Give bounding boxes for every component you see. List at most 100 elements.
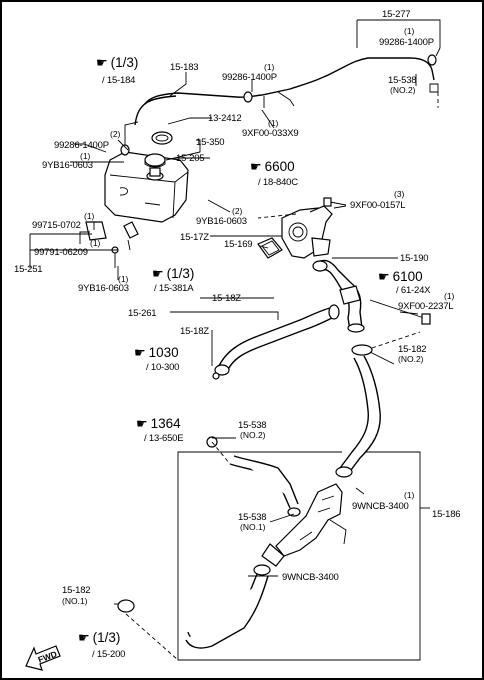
label-18-840c: / 18-840C [258, 177, 298, 188]
fwd-label: FWD [37, 649, 59, 665]
hose-15-190 [312, 259, 365, 333]
label-9xf00-2237l: 9XF00-2237L [398, 301, 453, 312]
bolt-9xf00-2237l [369, 299, 431, 325]
label-15-184: / 15-184 [102, 75, 135, 86]
label-99286-1400p-mid: 99286-1400P [222, 72, 277, 83]
pipe-15-186 [261, 483, 347, 567]
label-15-277: 15-277 [382, 9, 410, 20]
dash-leader-d [257, 213, 297, 219]
coolant-reservoir [104, 151, 189, 223]
qty-3: (3) [394, 189, 405, 199]
qty-top-right: (1) [404, 26, 415, 36]
ref-icon: ☛ [378, 269, 390, 284]
label-9xf00-0157l: 9XF00-0157L [350, 200, 405, 211]
ref-fraction-15-381a: ☛(1/3) [152, 266, 194, 281]
label-15-18z-mid: 15-18Z [180, 326, 209, 337]
label-15-350: 15-350 [196, 137, 224, 148]
label-99286-1400p-right: 99286-1400P [379, 37, 434, 48]
ref-fraction-text: (1/3) [111, 55, 139, 70]
label-no2-b: (NO.2) [398, 354, 424, 364]
qty-2-b: (2) [232, 206, 243, 216]
label-no2-c: (NO.2) [240, 430, 266, 440]
qty-1-g: (1) [404, 490, 415, 500]
clamp-13-2412 [151, 131, 173, 145]
label-9xf00-033x9: 9XF00-033X9 [242, 128, 298, 139]
ref-6600: ☛6600 [250, 159, 295, 174]
label-15-17z: 15-17Z [180, 232, 209, 243]
ref-icon: ☛ [136, 416, 148, 431]
ref-6600-text: 6600 [265, 159, 295, 174]
label-15-169: 15-169 [224, 239, 252, 250]
label-15-182-no1: 15-182 [62, 585, 90, 596]
ref-icon: ☛ [250, 159, 262, 174]
cap-15-205 [144, 153, 166, 168]
ref-icon: ☛ [78, 630, 90, 645]
ref-fraction-text-b: (1/3) [167, 266, 195, 281]
dash-leader-c [211, 441, 231, 465]
label-9yb16-0603-b: 9YB16-0603 [196, 216, 247, 227]
hose-15-182-no2 [335, 344, 381, 478]
ref-fraction-15-200: ☛(1/3) [78, 630, 120, 645]
label-61-24x: / 61-24X [396, 285, 431, 296]
qty-1-b: (1) [268, 118, 279, 128]
label-13-650e: / 13-650E [144, 433, 183, 444]
label-99715-0702: 99715-0702 [32, 220, 81, 231]
sub-assembly-frame [177, 451, 421, 661]
label-15-538-no2: 15-538 [388, 75, 416, 86]
label-99791-06209: 99791-06209 [34, 247, 88, 258]
ref-icon: ☛ [134, 345, 146, 360]
ref-6100: ☛6100 [378, 269, 423, 284]
ref-1364-text: 1364 [151, 416, 182, 431]
gasket-15-169 [257, 237, 283, 259]
small-clamp-left [120, 121, 139, 156]
label-15-182-no2: 15-182 [398, 344, 426, 355]
label-15-381a: / 15-381A [154, 283, 194, 294]
hose-15-183 [134, 69, 339, 126]
label-9wncb-3400-a: 9WNCB-3400 [352, 501, 409, 512]
qty-1-d: (1) [90, 238, 101, 248]
label-9yb16-0603-a: 9YB16-0603 [42, 160, 93, 171]
hose-15-538-no1 [206, 436, 301, 517]
label-99286-1400p-left: 99286-1400P [54, 140, 109, 151]
label-15-205: 15-205 [176, 153, 204, 164]
qty-1-a: (1) [80, 151, 91, 161]
label-10-300: / 10-300 [146, 362, 179, 373]
ref-6100-text: 6100 [393, 269, 423, 284]
label-15-261: 15-261 [128, 308, 156, 319]
qty-1-f: (1) [444, 291, 455, 301]
qty-mid: (1) [264, 62, 275, 72]
label-15-183: 15-183 [170, 62, 198, 73]
label-15-538-no2-b: 15-538 [238, 420, 266, 431]
ref-icon: ☛ [96, 55, 108, 70]
label-15-18z-top: 15-18Z [212, 293, 241, 304]
dash-leader-b [371, 331, 421, 349]
label-15-190: 15-190 [400, 253, 428, 264]
ref-fraction-text-c: (1/3) [93, 630, 121, 645]
label-9wncb-3400-b: 9WNCB-3400 [282, 572, 339, 583]
label-15-538-no1: 15-538 [238, 512, 266, 523]
ref-1030-text: 1030 [149, 345, 179, 360]
label-no1-a: (NO.1) [240, 522, 266, 532]
clamp-top-right [243, 54, 437, 103]
ref-1030: ☛1030 [134, 345, 179, 360]
qty-1-e: (1) [118, 274, 129, 284]
label-no1-b: (NO.1) [62, 596, 88, 606]
hose-15-182-no1 [117, 564, 271, 649]
qty-1-c: (1) [84, 211, 95, 221]
hose-15-261 [212, 304, 340, 380]
label-9yb16-0603-c: 9YB16-0603 [78, 283, 129, 294]
dash-leader-a [125, 613, 179, 661]
ref-1364: ☛1364 [136, 416, 181, 431]
label-no2-a: (NO.2) [390, 85, 416, 95]
fwd-arrow-icon: FWD [25, 645, 61, 671]
label-15-200: / 15-200 [92, 649, 125, 660]
label-15-186: 15-186 [432, 509, 460, 520]
ref-icon: ☛ [152, 266, 164, 281]
label-15-251: 15-251 [14, 264, 42, 275]
qty-2: (2) [110, 129, 121, 139]
level-sensor [79, 221, 139, 268]
ref-fraction-15-184: ☛(1/3) [96, 55, 138, 70]
